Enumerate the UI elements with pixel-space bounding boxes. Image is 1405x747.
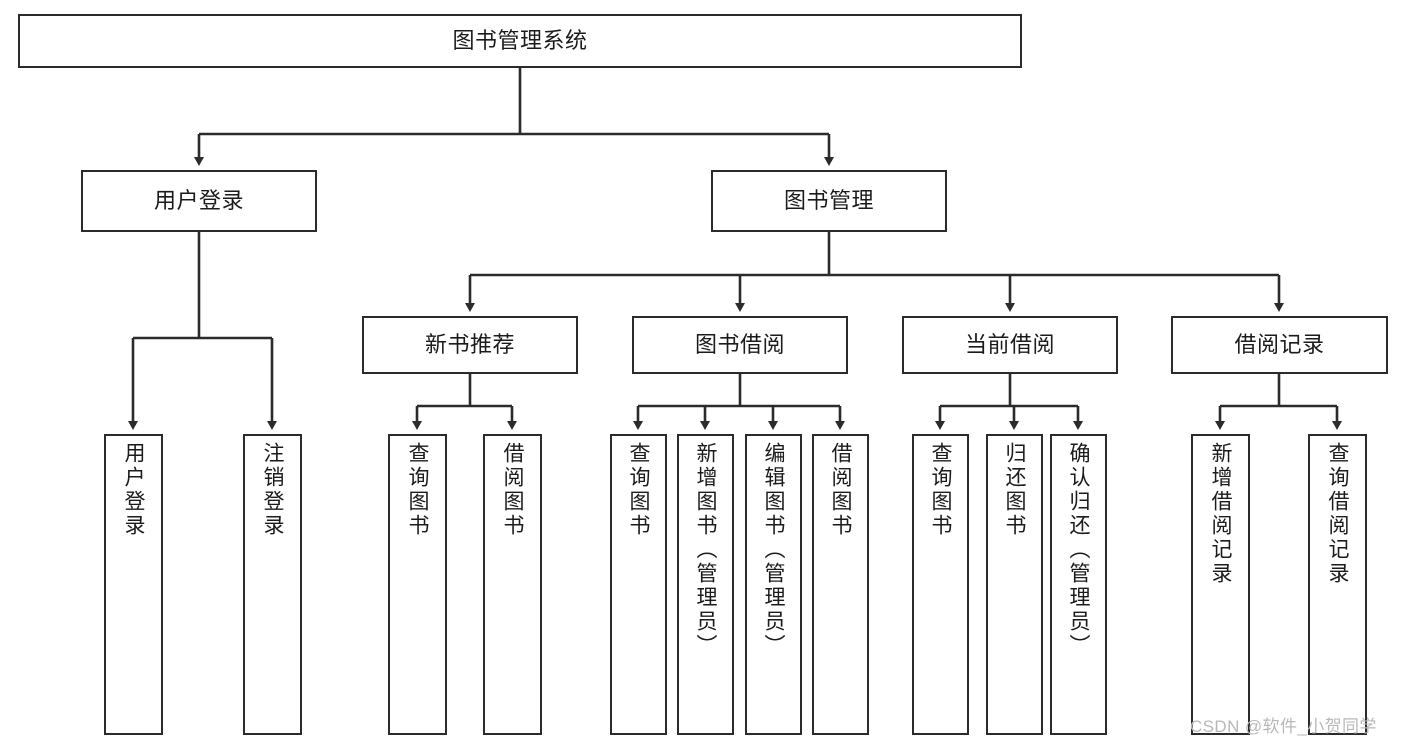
node-label: 图书借阅 <box>694 332 785 358</box>
node-new-book-recommend[interactable]: 新书推荐 <box>362 316 578 374</box>
node-label: 编辑图书（管理员） <box>762 442 785 658</box>
node-label: 新增图书（管理员） <box>694 442 717 658</box>
node-leaf-edit-book-admin[interactable]: 编辑图书（管理员） <box>745 434 802 735</box>
node-leaf-borrow-book-recommend[interactable]: 借阅图书 <box>483 434 542 735</box>
node-label: 确认归还（管理员） <box>1067 442 1090 658</box>
node-leaf-add-borrow-record[interactable]: 新增借阅记录 <box>1191 434 1250 735</box>
node-leaf-borrow-book[interactable]: 借阅图书 <box>812 434 869 735</box>
node-leaf-query-borrow-record[interactable]: 查询借阅记录 <box>1308 434 1367 735</box>
node-book-management[interactable]: 图书管理 <box>711 170 947 232</box>
node-leaf-user-login[interactable]: 用户登录 <box>104 434 163 735</box>
node-label: 新书推荐 <box>424 332 515 358</box>
node-label: 注销登录 <box>261 442 284 538</box>
node-label: 图书管理系统 <box>452 28 588 54</box>
node-leaf-add-book-admin[interactable]: 新增图书（管理员） <box>677 434 734 735</box>
node-label: 用户登录 <box>153 188 244 214</box>
node-leaf-query-book-current[interactable]: 查询图书 <box>912 434 969 735</box>
node-leaf-confirm-return-admin[interactable]: 确认归还（管理员） <box>1050 434 1107 735</box>
node-label: 新增借阅记录 <box>1209 442 1232 586</box>
node-label: 用户登录 <box>122 442 145 538</box>
node-label: 图书管理 <box>783 188 874 214</box>
node-label: 借阅记录 <box>1234 332 1325 358</box>
node-current-borrow[interactable]: 当前借阅 <box>902 316 1118 374</box>
node-label: 借阅图书 <box>501 442 524 538</box>
node-label: 借阅图书 <box>829 442 852 538</box>
node-leaf-query-book-borrow[interactable]: 查询图书 <box>610 434 667 735</box>
node-label: 归还图书 <box>1003 442 1026 538</box>
node-leaf-return-book[interactable]: 归还图书 <box>986 434 1043 735</box>
node-label: 查询图书 <box>929 442 952 538</box>
csdn-watermark: CSDN @软件_小贺同学 <box>1190 717 1377 736</box>
node-leaf-query-book-recommend[interactable]: 查询图书 <box>388 434 447 735</box>
node-label: 查询借阅记录 <box>1326 442 1349 586</box>
node-label: 查询图书 <box>406 442 429 538</box>
node-label: 当前借阅 <box>964 332 1055 358</box>
node-leaf-logout[interactable]: 注销登录 <box>243 434 302 735</box>
node-book-borrow[interactable]: 图书借阅 <box>632 316 848 374</box>
node-label: 查询图书 <box>627 442 650 538</box>
node-borrow-record[interactable]: 借阅记录 <box>1171 316 1388 374</box>
node-user-login[interactable]: 用户登录 <box>81 170 317 232</box>
node-root-book-management-system[interactable]: 图书管理系统 <box>18 14 1022 68</box>
